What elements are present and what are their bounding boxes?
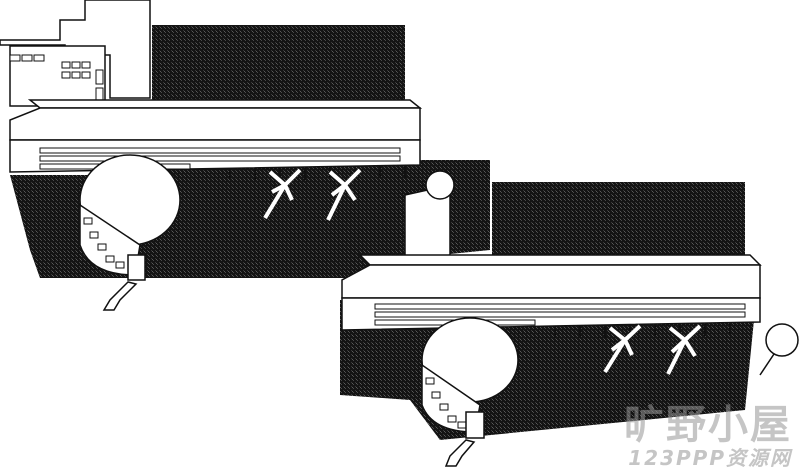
upper-back-windows <box>9 54 104 103</box>
lower-slab-front <box>341 264 761 299</box>
upper-stair <box>102 281 138 311</box>
upper-slab-front <box>9 107 421 141</box>
lower-stair <box>444 439 476 467</box>
lower-slab-top <box>358 254 762 266</box>
upper-slab-top <box>27 99 423 109</box>
upper-tree-1 <box>263 168 302 220</box>
lower-shrub <box>759 323 799 376</box>
lower-tree-1 <box>603 324 642 374</box>
lower-pilotis <box>554 324 731 338</box>
lower-entrance <box>465 411 485 439</box>
lower-building <box>340 182 799 467</box>
upper-tree-2 <box>326 168 362 221</box>
lower-tree-2 <box>666 324 702 375</box>
upper-building <box>0 0 490 311</box>
watermark-subtitle: 123PPP资源网 <box>628 446 792 470</box>
upper-shrub <box>425 170 455 200</box>
upper-cylinder-windows <box>83 217 125 269</box>
watermark-title: 旷野小屋 <box>624 402 792 448</box>
upper-entrance <box>127 254 146 281</box>
